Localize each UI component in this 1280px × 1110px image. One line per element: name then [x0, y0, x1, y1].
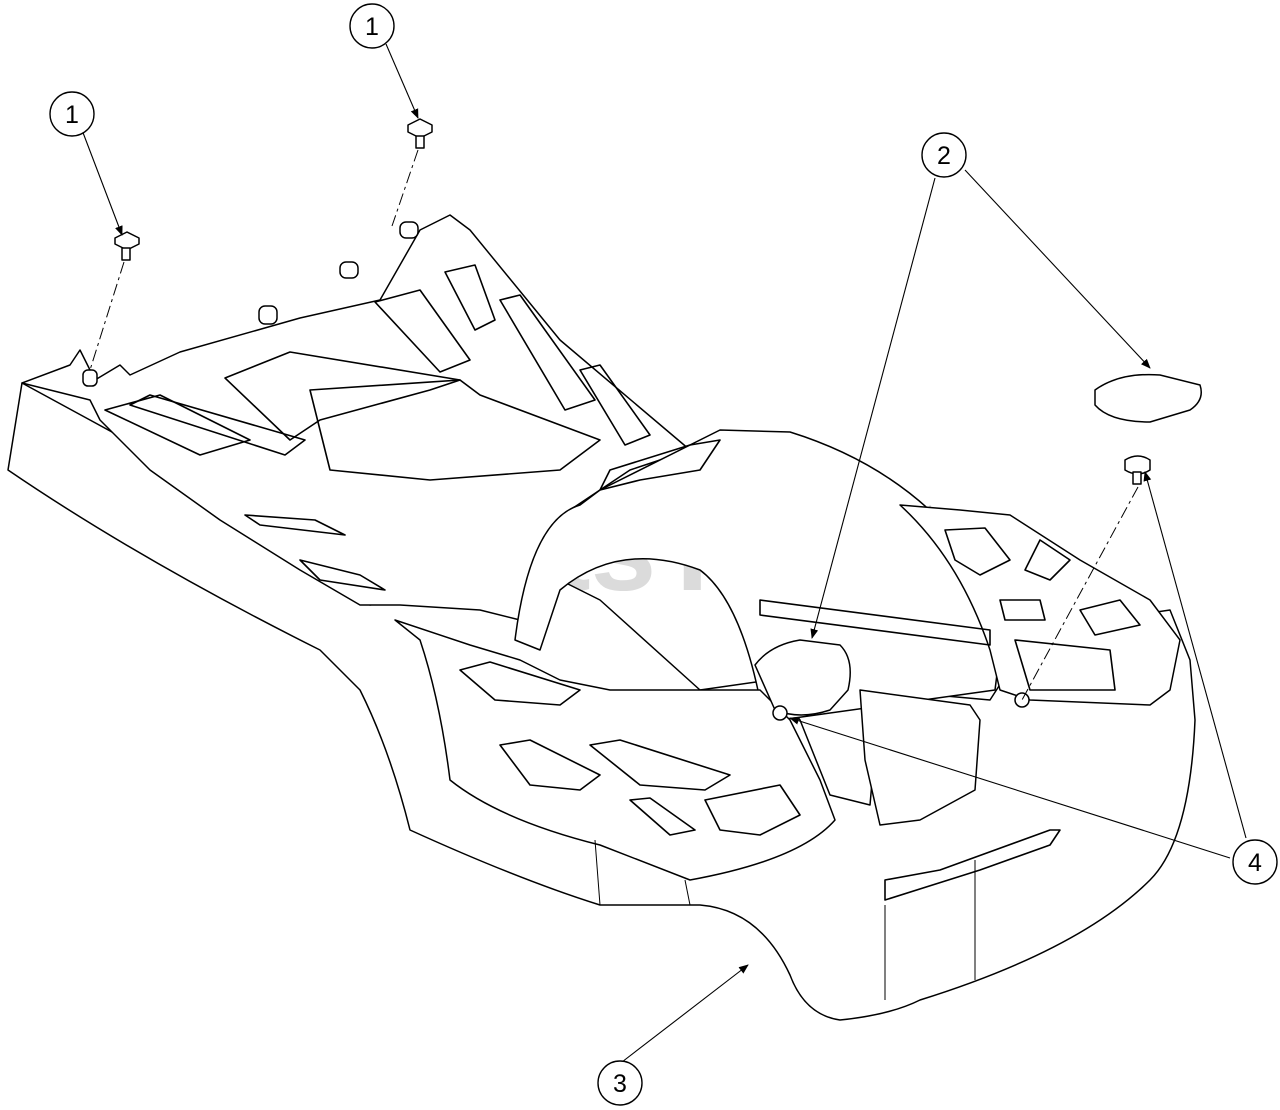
leader-lines	[81, 43, 1247, 1063]
svg-text:1: 1	[65, 101, 79, 129]
callout-1-right: 1	[349, 3, 395, 49]
callout-4: 4	[1232, 839, 1278, 885]
screw-1-right	[407, 118, 433, 149]
body-posts	[82, 221, 1030, 721]
body-panel	[7, 214, 1196, 1021]
plug-cap	[1094, 373, 1202, 423]
screw-1-left	[114, 231, 140, 261]
assembly-lines	[89, 149, 1139, 701]
callout-2: 2	[921, 132, 967, 178]
svg-text:3: 3	[613, 1070, 627, 1098]
svg-text:1: 1	[365, 13, 379, 41]
svg-text:2: 2	[937, 142, 951, 170]
callout-3: 3	[597, 1060, 643, 1106]
callout-1-left: 1	[49, 91, 95, 137]
floor-pads	[104, 264, 1141, 836]
svg-text:4: 4	[1248, 849, 1262, 877]
plug-installed	[754, 639, 851, 716]
push-rivet	[1124, 455, 1151, 485]
